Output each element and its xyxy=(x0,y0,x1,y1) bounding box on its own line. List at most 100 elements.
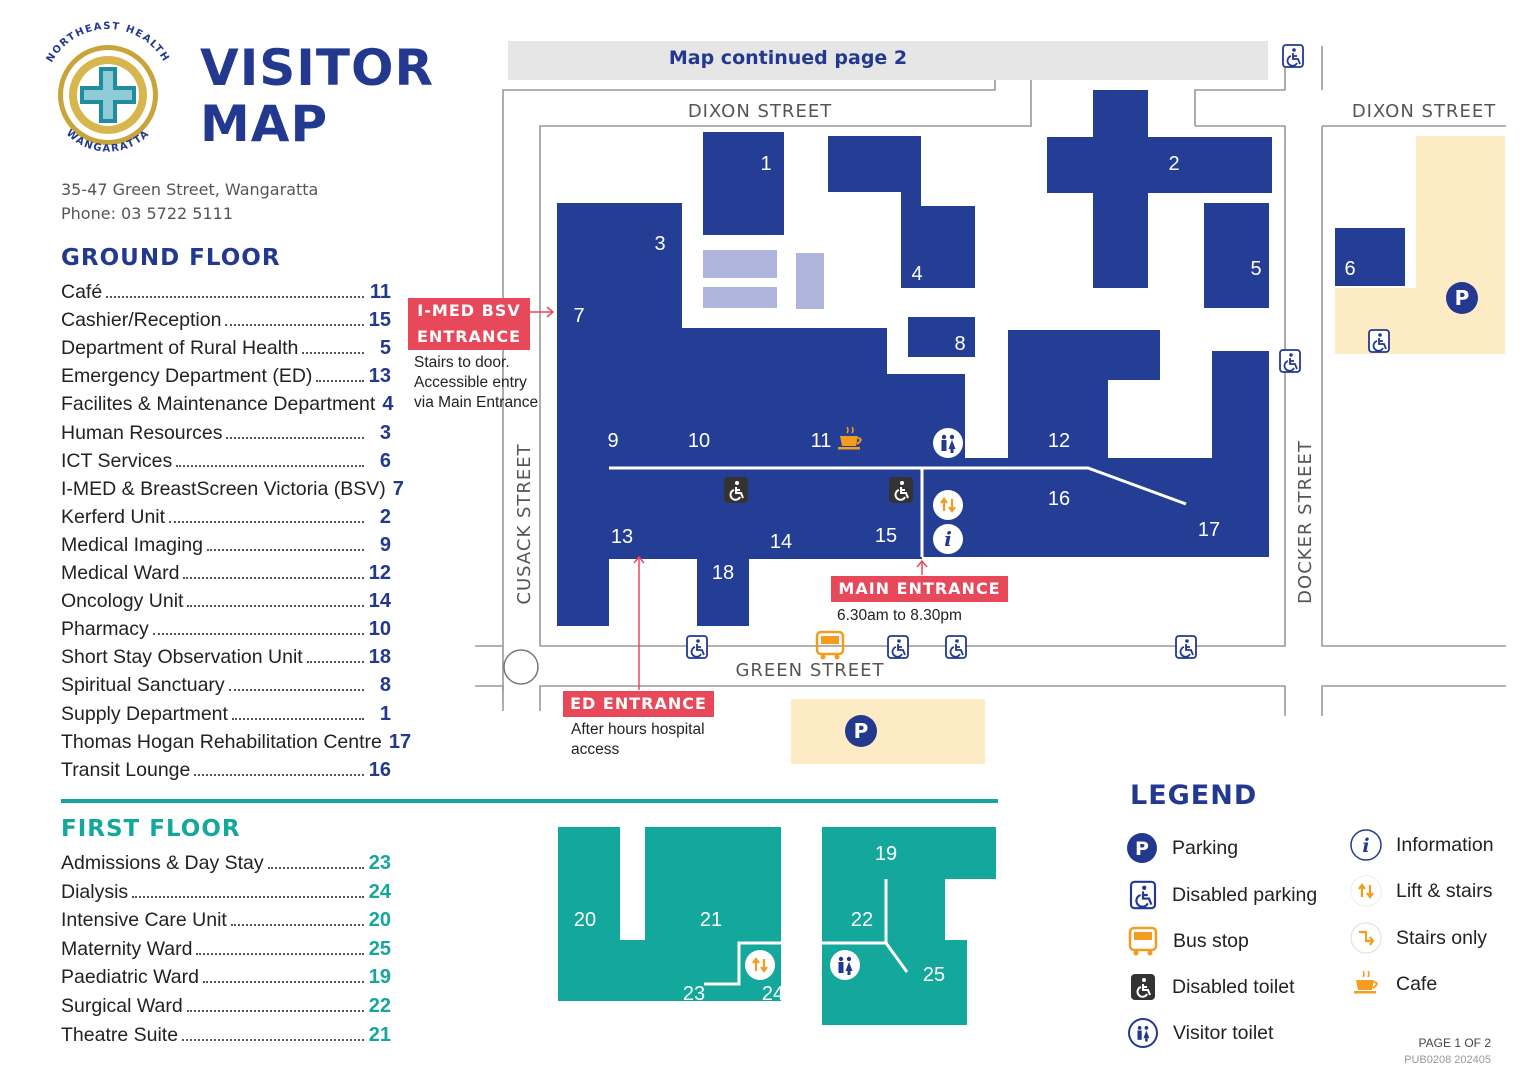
leader-dots xyxy=(176,464,364,467)
first-number-21: 21 xyxy=(700,909,722,931)
building-number-14: 14 xyxy=(770,531,792,553)
legend-disabled-parking: Disabled parking xyxy=(1128,878,1317,912)
map-continued-text[interactable]: Map continued page 2 xyxy=(669,47,907,69)
directory-number: 6 xyxy=(379,449,391,472)
leader-dots xyxy=(228,689,364,692)
legend-label: Visitor toilet xyxy=(1173,1021,1274,1044)
directory-row[interactable]: ICT Services 6 xyxy=(61,445,391,473)
disabled-parking-icon xyxy=(945,635,967,659)
leader-dots xyxy=(183,577,364,579)
building-number-2: 2 xyxy=(1168,153,1179,175)
directory-number: 21 xyxy=(368,1023,391,1046)
legend-label: Information xyxy=(1396,833,1494,856)
directory-row[interactable]: Surgical Ward 22 xyxy=(61,990,391,1018)
directory-row[interactable]: Oncology Unit 14 xyxy=(61,585,391,613)
leader-dots xyxy=(230,924,364,927)
directory-name: Café xyxy=(61,281,103,303)
disabled-parking-icon xyxy=(686,635,708,659)
street-dixon-left: DIXON STREET xyxy=(688,101,832,122)
leader-dots xyxy=(196,952,364,955)
disabled-parking-icon xyxy=(887,635,909,659)
legend-lift-stairs: Lift & stairs xyxy=(1350,874,1492,908)
imed-entrance-label: I-MED BSV ENTRANCE xyxy=(408,298,530,350)
building-number-15: 15 xyxy=(875,525,897,547)
bus-stop-icon xyxy=(1128,926,1158,956)
street-cusack: CUSACK STREET xyxy=(514,443,535,604)
building-number-11: 11 xyxy=(811,430,832,452)
legend-cafe: Cafe xyxy=(1350,967,1437,1001)
building-number-7: 7 xyxy=(573,305,584,327)
directory-name: Oncology Unit xyxy=(61,590,184,613)
directory-name: ICT Services xyxy=(61,449,173,472)
building-number-17: 17 xyxy=(1198,519,1220,541)
street-docker: DOCKER STREET xyxy=(1295,440,1316,604)
bus-stop-icon xyxy=(815,630,845,660)
directory-row[interactable]: I-MED & BreastScreen Victoria (BSV)7 xyxy=(61,473,404,501)
leader-dots xyxy=(106,296,364,298)
first-number-22: 22 xyxy=(851,909,873,931)
building-8 xyxy=(908,317,975,357)
legend-label: Disabled toilet xyxy=(1172,975,1295,998)
imed-note-line: Accessible entry xyxy=(414,374,527,391)
directory-number: 3 xyxy=(379,421,391,444)
directory-name: Transit Lounge xyxy=(61,758,191,781)
directory-number: 14 xyxy=(368,590,391,613)
directory-row[interactable]: Emergency Department (ED)13 xyxy=(61,360,391,388)
directory-number: 20 xyxy=(368,909,391,932)
building-number-3: 3 xyxy=(654,233,665,255)
directory-number: 8 xyxy=(379,674,391,697)
building-number-16: 16 xyxy=(1048,488,1070,510)
building-1 xyxy=(703,132,784,235)
main-entrance-hours: 6.30am to 8.30pm xyxy=(837,607,962,624)
directory-number: 15 xyxy=(368,309,391,332)
leader-dots xyxy=(203,981,364,984)
directory-name: Paediatric Ward xyxy=(61,966,199,989)
imed-note-line: Stairs to door. xyxy=(414,354,510,371)
street-dixon-right: DIXON STREET xyxy=(1352,101,1496,122)
building-number-8: 8 xyxy=(954,333,965,355)
disabled-toilet-icon xyxy=(723,476,749,504)
street-labels: DIXON STREET DIXON STREET GREEN STREET C… xyxy=(514,101,1496,681)
building-2 xyxy=(1047,90,1272,288)
map-continued-banner[interactable] xyxy=(508,41,1268,80)
first-number-25: 25 xyxy=(923,964,945,986)
building-number-18: 18 xyxy=(712,562,734,584)
directory-name: Theatre Suite xyxy=(61,1023,179,1046)
visitor-toilet-icon xyxy=(830,950,860,980)
entrance-arrows xyxy=(529,306,928,690)
building-number-13: 13 xyxy=(611,526,633,548)
legend-bus-stop: Bus stop xyxy=(1127,924,1249,958)
first-floor-buildings xyxy=(558,827,996,1025)
directory-row[interactable]: Theatre Suite 21 xyxy=(61,1019,391,1047)
directory-name: Dialysis xyxy=(61,880,129,903)
ground-floor-buildings xyxy=(557,90,1405,626)
legend-disabled-toilet: Disabled toilet xyxy=(1128,970,1294,1004)
directory-name: Surgical Ward xyxy=(61,995,183,1017)
directory-name: Supply Department xyxy=(61,702,228,725)
legend-parking: P Parking xyxy=(1126,831,1238,865)
leader-dots xyxy=(186,1010,364,1012)
disabled-toilet-icon xyxy=(1130,973,1156,1001)
directory-number: 22 xyxy=(368,995,391,1017)
directory-number: 25 xyxy=(368,937,391,960)
